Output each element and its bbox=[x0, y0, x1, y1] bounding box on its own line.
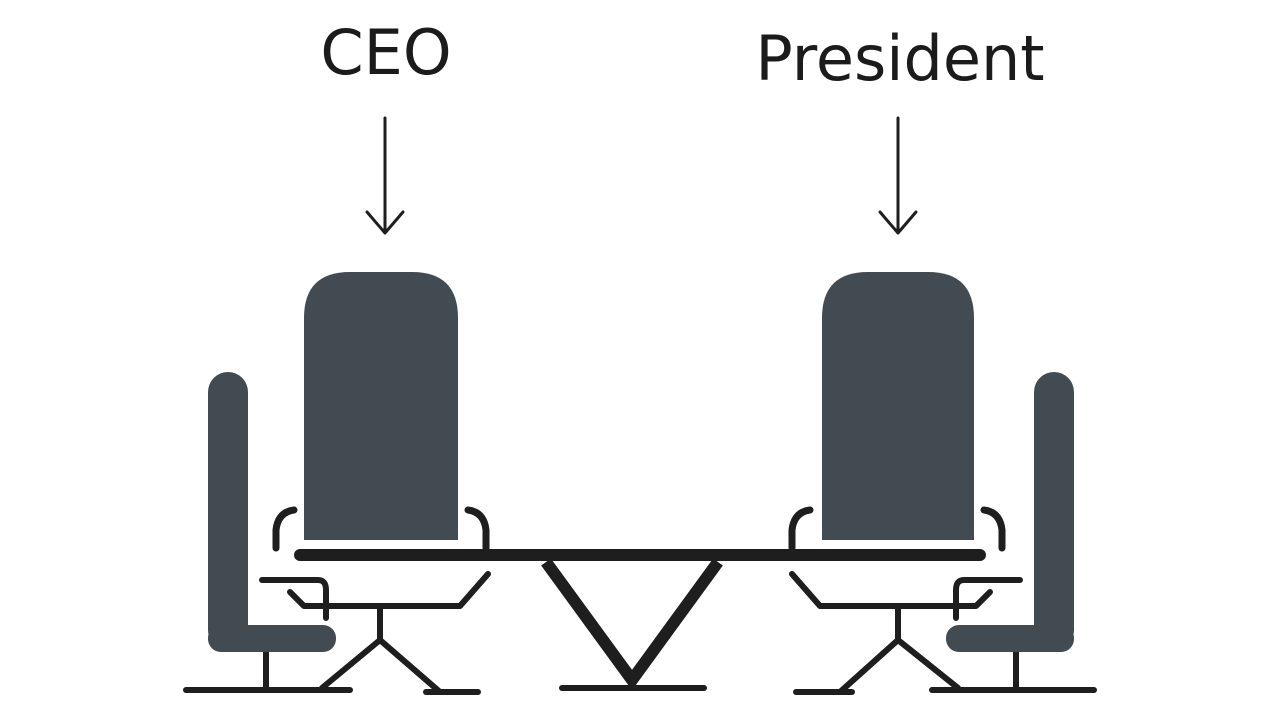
left-side-chair-back bbox=[208, 372, 248, 650]
ceo-arrow bbox=[365, 116, 405, 235]
right-side-chair bbox=[929, 372, 1097, 693]
president-chair-back bbox=[822, 272, 974, 540]
ceo-chair-stand bbox=[287, 571, 491, 695]
president-arrow bbox=[878, 116, 918, 235]
left-side-chair-seat bbox=[208, 625, 336, 652]
left-side-chair-arm bbox=[259, 577, 329, 621]
president-chair-left-arm bbox=[788, 506, 814, 552]
right-side-chair-seat bbox=[946, 625, 1074, 652]
president-chair bbox=[788, 272, 1006, 695]
conference-table bbox=[294, 549, 986, 691]
president-label: President bbox=[755, 22, 1045, 95]
table-leg bbox=[541, 558, 723, 691]
president-chair-right-arm bbox=[980, 506, 1006, 552]
ceo-label: CEO bbox=[320, 16, 452, 89]
left-side-chair bbox=[183, 372, 353, 693]
right-side-chair-arm bbox=[953, 577, 1023, 621]
ceo-chair-right-arm bbox=[464, 506, 490, 552]
ceo-chair-back bbox=[304, 272, 458, 540]
right-side-chair-back bbox=[1034, 372, 1074, 650]
ceo-chair bbox=[272, 272, 491, 695]
president-chair-stand bbox=[789, 571, 993, 695]
ceo-chair-left-arm bbox=[272, 506, 298, 552]
